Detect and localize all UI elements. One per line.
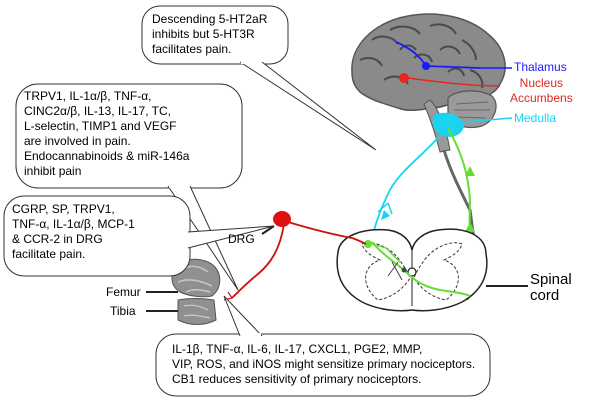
thalamus-label: Thalamus — [514, 60, 567, 74]
drg-label: DRG — [228, 232, 255, 246]
callout-nociceptors — [155, 295, 491, 397]
callout-mediators-text: TRPV1, IL-1α/β, TNF-α, CINC2α/β, IL-13, … — [24, 89, 190, 178]
drg-leader — [261, 225, 275, 235]
drg-ganglion — [273, 211, 291, 227]
accumbens-leader — [407, 77, 501, 87]
nucleus-accumbens-marker — [399, 73, 501, 87]
ascending-pathway — [447, 127, 475, 301]
medulla-marker — [432, 112, 513, 137]
knee-joint — [146, 258, 221, 325]
callout-nociceptors-text: IL-1β, TNF-α, IL-6, IL-17, CXCL1, PGE2, … — [172, 342, 476, 386]
brain — [351, 13, 506, 153]
callout-drg-factors-text: CGRP, SP, TRPV1, TNF-α, IL-1α/β, MCP-1 &… — [12, 202, 135, 261]
thalamus-marker — [395, 41, 512, 70]
spinal-cord-section — [336, 228, 528, 312]
nucleus-accumbens-label: Nucleus Accumbens — [510, 76, 573, 105]
callout-descending-text: Descending 5-HT2aR inhibits but 5-HT3R f… — [152, 12, 268, 56]
callout-descending — [141, 5, 377, 151]
femur-label: Femur — [106, 285, 141, 299]
central-canal — [407, 267, 417, 277]
medulla-leader — [463, 117, 513, 123]
drg-afferent — [223, 211, 367, 301]
descending-pathway — [371, 129, 445, 239]
medulla-label: Medulla — [514, 111, 557, 125]
tibia-label: Tibia — [110, 304, 136, 318]
callout-drg-factors — [3, 195, 275, 277]
spinal-cord-label: Spinal cord — [530, 271, 572, 304]
